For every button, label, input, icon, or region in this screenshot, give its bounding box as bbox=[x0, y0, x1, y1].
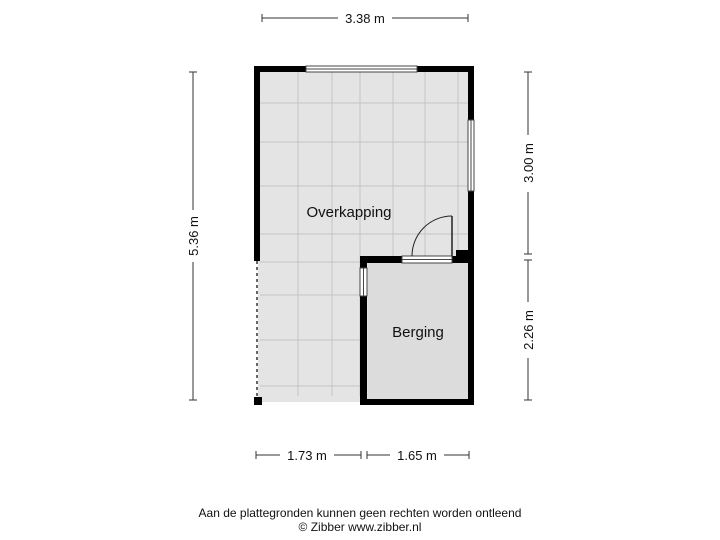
footer-disclaimer: Aan de plattegronden kunnen geen rechten… bbox=[198, 506, 522, 520]
door-berging bbox=[401, 215, 453, 264]
wall-right-upper bbox=[468, 66, 474, 120]
room-label-berging: Berging bbox=[392, 324, 444, 341]
wall-right-lower bbox=[468, 191, 474, 405]
floor-tile-grid bbox=[260, 72, 468, 396]
wall-bottom bbox=[360, 399, 474, 405]
wall-berging-top-left bbox=[360, 256, 402, 263]
floor-berging bbox=[368, 263, 470, 402]
wall-top-left bbox=[254, 66, 306, 72]
dim-label-total-width: 3.38 m bbox=[345, 11, 385, 26]
wall-left bbox=[254, 66, 260, 261]
window-berging-left bbox=[359, 267, 368, 297]
dimension-lines bbox=[189, 14, 532, 459]
wall-berging-top-right bbox=[452, 256, 474, 263]
dim-label-total-height: 5.36 m bbox=[186, 216, 201, 256]
windows bbox=[305, 65, 475, 297]
wall-berging-corner-block bbox=[456, 250, 474, 258]
dim-label-bottom-right: 1.65 m bbox=[397, 448, 437, 463]
wall-berging-left-lower bbox=[360, 296, 367, 405]
wall-bottom-left-stub bbox=[254, 397, 262, 405]
wall-top-right bbox=[417, 66, 474, 72]
footer-copyright: © Zibber www.zibber.nl bbox=[298, 520, 422, 534]
door-swing-arc bbox=[411, 215, 453, 257]
window-right bbox=[467, 119, 475, 192]
walls bbox=[254, 66, 474, 405]
window-top bbox=[305, 65, 418, 73]
dim-label-right-upper: 3.00 m bbox=[521, 143, 536, 183]
dim-label-right-lower: 2.26 m bbox=[521, 310, 536, 350]
dim-label-bottom-left: 1.73 m bbox=[287, 448, 327, 463]
room-label-overkapping: Overkapping bbox=[306, 204, 391, 221]
